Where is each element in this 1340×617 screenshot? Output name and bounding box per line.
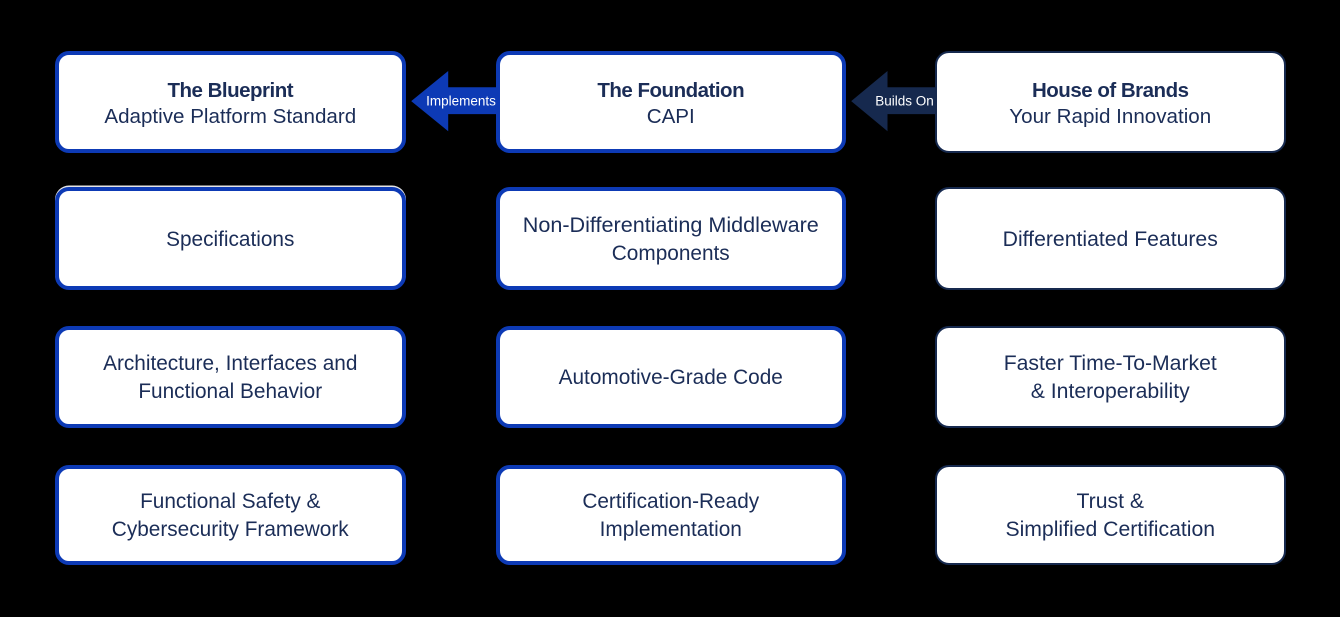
svg-text:Implements: Implements bbox=[426, 94, 496, 109]
svg-text:Builds On: Builds On bbox=[875, 94, 934, 109]
